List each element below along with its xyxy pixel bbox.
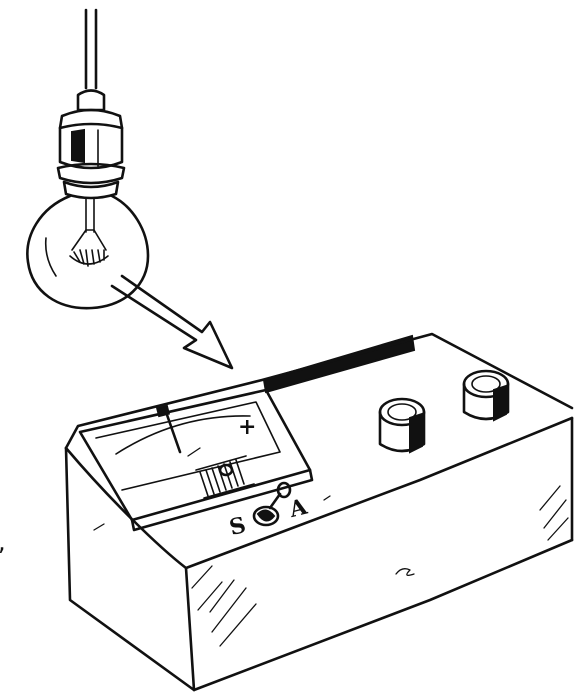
knob-left-shadow [410,414,422,452]
right-hatching [540,486,568,540]
front-scribble [396,569,414,576]
front-hatching-1 [210,580,256,646]
bulb-socket-rim [60,110,122,128]
light-meter-box: + S A [66,334,572,690]
switch-label-a: A [286,494,311,524]
meter-plus-label: + [238,414,256,440]
bulb-highlight [46,238,56,276]
arrow-shape [112,276,232,368]
bulb-socket-body [60,128,122,168]
edge-comma-mark: , [0,528,6,556]
top-dot [324,496,330,500]
box-top-front-edge [66,418,572,568]
switch-label-s: S [227,512,249,541]
light-bulb-icon [27,10,148,308]
knob-right-icon[interactable] [464,371,508,420]
bulb-cap [78,91,104,111]
bulb-screw-base [64,182,118,198]
bulb-glass [27,196,148,308]
side-marks [94,448,200,530]
meter-needle-head [157,406,169,416]
meter-scale-arc [116,416,250,454]
filament-curve [70,256,108,264]
knob-right-shadow [494,386,506,420]
switch-base-fill [258,510,274,520]
knob-left-icon[interactable] [380,399,424,452]
switch-lever [270,494,280,508]
meter-panel: + [80,390,312,530]
box-bottom-edge [194,540,572,690]
bulb-socket-shadow [72,130,84,162]
front-hatching-2 [192,566,222,610]
meter-needle [166,412,180,452]
box-left-side [66,448,194,690]
light-direction-arrow-icon [112,276,232,368]
